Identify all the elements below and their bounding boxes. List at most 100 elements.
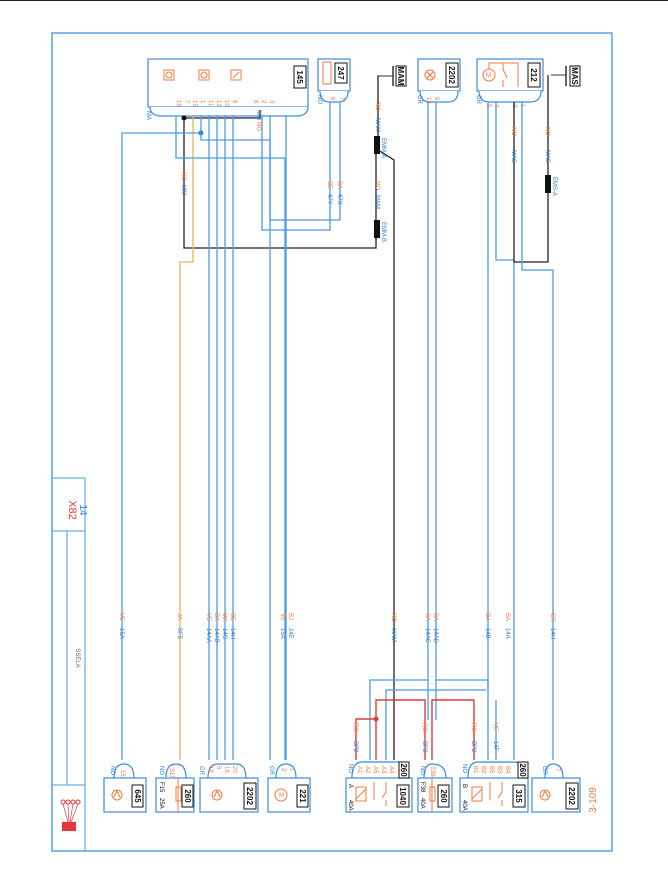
top-border: [0, 0, 668, 1]
ref-1040: 1040: [398, 787, 407, 805]
harness-icon: [60, 799, 81, 831]
svg-text:BP2: BP2: [421, 741, 427, 753]
svg-text:NO: NO: [510, 127, 516, 136]
ref-2202-mid: 2202: [245, 787, 254, 805]
svg-text:SA: SA: [424, 613, 430, 621]
pin-10: 10: [223, 100, 229, 107]
ref-145: 145: [295, 70, 304, 84]
svg-text:S38: S38: [429, 766, 435, 777]
svg-text:BJ: BJ: [287, 613, 293, 620]
svg-text:JA: JA: [176, 613, 182, 620]
svg-text:F38: F38: [419, 782, 425, 793]
ref-mam: MAM: [396, 66, 405, 85]
svg-text:14AA: 14AA: [205, 628, 211, 643]
pin-2202-9: 9: [433, 97, 439, 101]
svg-text:7: 7: [554, 768, 560, 772]
svg-text:BA: BA: [432, 613, 438, 621]
component-145[interactable]: 145 MA 16 7 15 1 11 12 10 9 8 2 3: [145, 58, 309, 120]
svg-text:14B: 14B: [484, 628, 490, 639]
svg-text:2: 2: [280, 768, 286, 772]
svg-text:BF5: BF5: [176, 628, 182, 640]
svg-text:18: 18: [207, 766, 213, 773]
component-2202-mid[interactable]: 2202 GR 18 5 19 20: [198, 763, 259, 813]
svg-text:S15: S15: [168, 768, 174, 779]
svg-text:MA: MA: [221, 613, 227, 622]
svg-text:BP2: BP2: [470, 741, 476, 753]
svg-text:VE: VE: [279, 613, 285, 621]
svg-text:GR: GR: [198, 766, 204, 776]
component-315[interactable]: 315 260 NO B 40A B1 B2 B5 B3 B4: [459, 761, 529, 813]
pin-8: 8: [252, 100, 258, 104]
svg-text:NO: NO: [255, 122, 261, 131]
svg-text:MM: MM: [180, 185, 186, 195]
svg-text:RO: RO: [421, 723, 427, 732]
component-2202-bot[interactable]: 2202 GR 7: [531, 763, 581, 813]
component-1040[interactable]: 1040 260 NO A 40A A1 A2 A5 A3 A4: [345, 761, 413, 813]
svg-text:GR: GR: [268, 766, 274, 776]
ground-mas: MAS: [551, 65, 581, 87]
svg-text:MAS: MAS: [544, 150, 550, 163]
side-145: MA: [145, 111, 151, 120]
pin-247-6: 6: [329, 97, 335, 101]
ref-260-f15: 260: [183, 789, 192, 803]
component-2202-top[interactable]: 2202 GR 12 9: [416, 58, 461, 105]
ref-260-f38: 260: [439, 789, 448, 803]
ref-645: 645: [133, 789, 142, 803]
pin-247-7: 7: [338, 97, 344, 101]
svg-text:BJ: BJ: [484, 613, 490, 620]
svg-text:BA: BA: [213, 613, 219, 621]
svg-text:EMS-A: EMS-A: [551, 177, 557, 196]
svg-text:A5: A5: [372, 766, 378, 774]
svg-text:B: B: [461, 784, 467, 788]
svg-text:GR: GR: [549, 613, 555, 623]
svg-text:15: 15: [119, 770, 125, 777]
component-247[interactable]: 247 NO 6 7: [316, 58, 351, 104]
svg-text:MM: MM: [255, 110, 261, 120]
svg-text:14H: 14H: [549, 628, 555, 639]
svg-text:NO: NO: [180, 172, 186, 181]
ref-212: 212: [529, 68, 538, 82]
svg-text:MAM: MAM: [390, 628, 396, 642]
pin-2: 2: [260, 100, 266, 104]
svg-text:40A: 40A: [347, 800, 353, 811]
svg-text:B1: B1: [472, 766, 478, 774]
svg-text:14A: 14A: [504, 628, 510, 639]
svg-text:A1: A1: [356, 766, 362, 774]
pin-7: 7: [183, 100, 189, 104]
pin-2202-12: 12: [425, 97, 431, 104]
component-645[interactable]: 645 NO 15: [103, 763, 147, 813]
svg-text:20: 20: [231, 766, 237, 773]
svg-text:B3: B3: [496, 766, 502, 774]
svg-text:14AD: 14AD: [432, 628, 438, 644]
ref-2202-top: 2202: [447, 66, 456, 84]
component-260-f15[interactable]: 260 NO S15 F15 25A: [155, 763, 195, 813]
svg-text:15A: 15A: [118, 628, 124, 639]
component-212[interactable]: M 212 GR 5 4 2 1: [475, 58, 544, 108]
svg-text:F15: F15: [158, 782, 164, 793]
svg-text:19: 19: [223, 766, 229, 773]
side-247: NO: [316, 95, 322, 104]
svg-text:1: 1: [288, 768, 294, 772]
svg-text:25A: 25A: [158, 798, 164, 809]
svg-text:NO: NO: [390, 613, 396, 622]
svg-text:EMM-A: EMM-A: [380, 138, 386, 158]
ref-247: 247: [336, 66, 345, 80]
splice-emm-b: EMM-B: [374, 220, 386, 242]
ref-315: 315: [514, 789, 523, 803]
svg-text:NO: NO: [461, 764, 467, 773]
component-221[interactable]: M 221 GR 2 1: [267, 763, 311, 813]
pin-3: 3: [268, 100, 274, 104]
svg-text:VE: VE: [118, 613, 124, 621]
svg-text:NO: NO: [374, 102, 380, 111]
svg-text:260: 260: [399, 763, 408, 777]
ground-mam: MAM: [377, 65, 407, 87]
pin-15: 15: [191, 100, 197, 107]
wire-labels: MM NO MM NO 47Y BE 47X BA MAM NO MAM NO …: [118, 102, 555, 753]
pin-1: 1: [199, 100, 205, 104]
svg-text:B5: B5: [488, 766, 494, 774]
svg-text:MAS: MAS: [510, 150, 516, 163]
page-number: 3-109: [588, 787, 599, 813]
component-260-f38[interactable]: 260 NO S38 F38 40A: [417, 763, 453, 813]
title-code: X82: [66, 500, 78, 520]
sheet-frame: [51, 32, 613, 852]
